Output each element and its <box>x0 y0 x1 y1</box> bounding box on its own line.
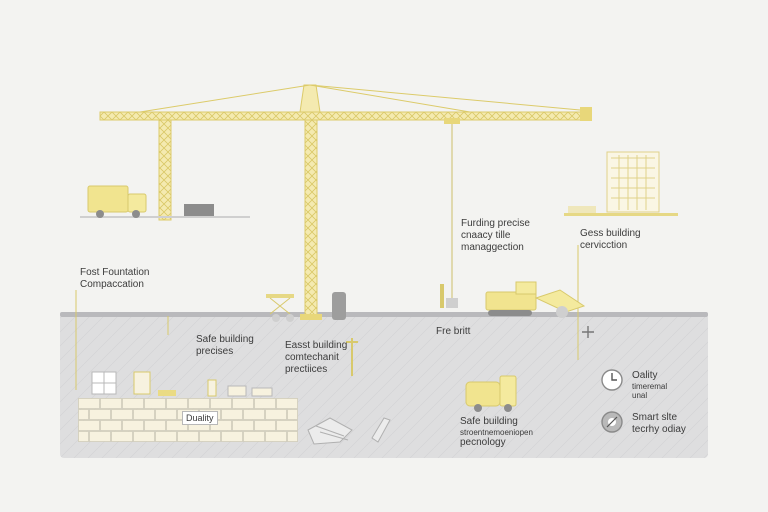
brick <box>287 431 298 442</box>
safe-technology-line1: Safe building <box>460 416 518 427</box>
safe-practices-line2: precises <box>196 346 234 357</box>
brick <box>122 398 144 409</box>
brick <box>210 420 232 431</box>
brick <box>276 398 298 409</box>
brick <box>122 420 144 431</box>
gess-building-label: Gess building cervicction <box>580 228 641 252</box>
brick <box>111 409 133 420</box>
quality-timer-line1: Oality <box>632 370 658 381</box>
brick <box>78 431 89 442</box>
funding-line1: Furding precise <box>461 218 530 229</box>
clock-icon <box>601 369 623 391</box>
crates <box>91 371 273 397</box>
brick <box>177 431 199 442</box>
office-building <box>564 151 678 216</box>
dump-truck-upper <box>80 185 250 218</box>
brick <box>199 431 221 442</box>
brick <box>78 420 100 431</box>
smart-site-label: Smart slte tecrhy odiay <box>632 412 686 436</box>
brick <box>155 431 177 442</box>
brick <box>166 398 188 409</box>
brick <box>144 420 166 431</box>
brick <box>265 431 287 442</box>
brick <box>276 420 298 431</box>
brick <box>100 420 122 431</box>
construction-practices-line3: prectiices <box>285 364 328 375</box>
gess-building-line2: cervicction <box>580 240 628 251</box>
brick <box>287 409 298 420</box>
brick <box>221 431 243 442</box>
brick <box>133 431 155 442</box>
brick <box>78 409 89 420</box>
brick <box>78 398 100 409</box>
brick <box>144 398 166 409</box>
quality-timer-line2: timeremal <box>632 382 668 391</box>
funding-line2: cnaacy tille <box>461 230 511 241</box>
foundation-label-line1: Fost Fountation <box>80 267 150 278</box>
brick <box>210 398 232 409</box>
brick <box>221 409 243 420</box>
quality-tag: Duality <box>182 411 218 425</box>
funding-label: Furding precise cnaacy tille managgectio… <box>461 218 530 254</box>
quality-timer-line3: unal <box>632 391 648 400</box>
foundation-label-line2: Compaccation <box>80 279 144 290</box>
smart-site-line1: Smart slte <box>632 412 678 423</box>
rubble-pile <box>307 417 391 445</box>
brick <box>254 420 276 431</box>
construction-practices-line2: comtechanit <box>285 352 339 363</box>
scissor-lift <box>266 292 346 322</box>
smart-site-line2: tecrhy odiay <box>632 424 686 435</box>
safe-practices-line1: Safe building <box>196 334 254 345</box>
safe-technology-label: Safe building stroentnemoeniopen pecnolo… <box>460 416 533 449</box>
brick <box>243 431 265 442</box>
brick <box>89 431 111 442</box>
brick <box>232 420 254 431</box>
shovel-tool <box>346 338 358 376</box>
brick <box>254 398 276 409</box>
cursor-icon <box>582 326 594 338</box>
free-britt-label: Fre britt <box>436 326 471 337</box>
brick <box>232 398 254 409</box>
dump-truck-lower <box>465 375 517 412</box>
construction-practices-label: Easst building comtechanit prectiices <box>285 340 347 376</box>
brick <box>155 409 177 420</box>
brick <box>100 398 122 409</box>
foundation-label: Fost Fountation Compaccation <box>80 267 149 291</box>
brick <box>133 409 155 420</box>
funding-line3: managgection <box>461 242 524 253</box>
quality-timer-label: Oality timeremal unal <box>632 370 667 400</box>
construction-practices-line1: Easst building <box>285 340 348 351</box>
safe-practices-label: Safe building precises <box>196 334 254 358</box>
tower-crane <box>99 84 592 320</box>
brick <box>166 420 188 431</box>
brick <box>111 431 133 442</box>
gear-icon <box>601 411 623 433</box>
bulldozer <box>440 281 586 318</box>
safe-technology-line3: pecnology <box>460 437 506 448</box>
gess-building-line1: Gess building <box>580 228 641 239</box>
safe-technology-line2: stroentnemoeniopen <box>460 428 533 437</box>
brick <box>89 409 111 420</box>
brick <box>265 409 287 420</box>
brick <box>243 409 265 420</box>
brick <box>188 398 210 409</box>
